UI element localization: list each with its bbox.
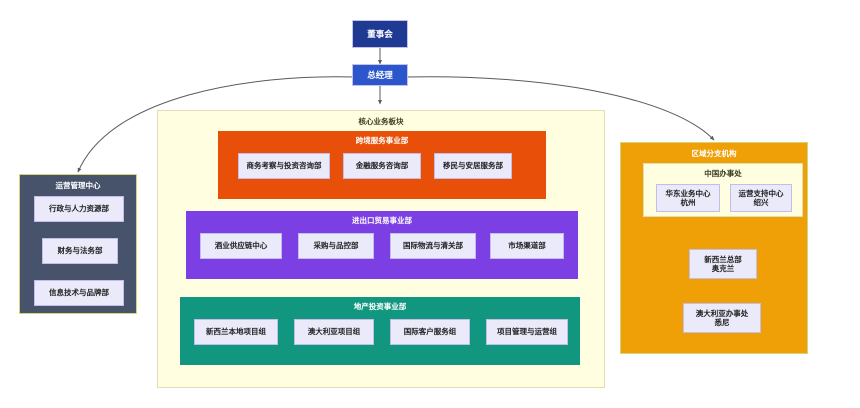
regional-branches-title: 区域分支机构 xyxy=(691,149,737,158)
unit-market-channel[interactable]: 市场渠道部 xyxy=(490,233,564,259)
unit-intl-client-service-team[interactable]: 国际客户服务组 xyxy=(390,319,470,345)
container-core-business: 核心业务板块 跨境服务事业部 商务考察与投资咨询部 金融服务咨询部 移民与安居服… xyxy=(157,110,605,388)
unit-nz-local-project-team[interactable]: 新西兰本地项目组 xyxy=(194,319,278,345)
unit-nz-headquarters[interactable]: 新西兰总部 奥克兰 xyxy=(689,249,757,279)
unit-immigration-settlement-service[interactable]: 移民与安居服务部 xyxy=(434,153,512,179)
container-regional-branches: 区域分支机构 中国办事处 华东业务中心 杭州 运营支持中心 绍兴 新西兰总部 奥… xyxy=(620,142,808,354)
unit-east-china-business-center[interactable]: 华东业务中心 杭州 xyxy=(656,184,720,212)
unit-australia-office[interactable]: 澳大利亚办事处 悉尼 xyxy=(683,303,761,333)
division-real-estate: 地产投资事业部 新西兰本地项目组 澳大利亚项目组 国际客户服务组 项目管理与运营… xyxy=(180,297,580,365)
container-china-office: 中国办事处 华东业务中心 杭州 运营支持中心 绍兴 xyxy=(643,163,803,217)
container-operations-center: 运营管理中心 行政与人力资源部 财务与法务部 信息技术与品牌部 xyxy=(19,174,137,314)
china-office-title: 中国办事处 xyxy=(704,169,742,178)
unit-business-investment-consulting[interactable]: 商务考察与投资咨询部 xyxy=(238,153,330,179)
division-cross-border-title: 跨境服务事业部 xyxy=(355,136,409,145)
unit-procurement-quality-control[interactable]: 采购与品控部 xyxy=(298,233,374,259)
node-general-manager[interactable]: 总经理 xyxy=(352,64,408,86)
unit-wine-supply-chain-center[interactable]: 酒业供应链中心 xyxy=(200,233,282,259)
division-import-export-title: 进出口贸易事业部 xyxy=(352,216,412,225)
unit-financial-service-consulting[interactable]: 金融服务咨询部 xyxy=(343,153,421,179)
unit-operations-support-center[interactable]: 运营支持中心 绍兴 xyxy=(730,184,792,212)
division-cross-border: 跨境服务事业部 商务考察与投资咨询部 金融服务咨询部 移民与安居服务部 xyxy=(218,131,546,199)
core-business-title: 核心业务板块 xyxy=(358,117,404,126)
operations-center-title: 运营管理中心 xyxy=(55,181,101,190)
division-real-estate-title: 地产投资事业部 xyxy=(353,302,407,311)
node-board-of-directors[interactable]: 董事会 xyxy=(352,20,408,48)
unit-finance-legal[interactable]: 财务与法务部 xyxy=(42,238,118,264)
unit-it-brand[interactable]: 信息技术与品牌部 xyxy=(34,280,124,306)
unit-project-management-operations[interactable]: 项目管理与运营组 xyxy=(486,319,568,345)
unit-australia-project-team[interactable]: 澳大利亚项目组 xyxy=(294,319,374,345)
unit-intl-logistics-customs[interactable]: 国际物流与清关部 xyxy=(390,233,476,259)
division-import-export: 进出口贸易事业部 酒业供应链中心 采购与品控部 国际物流与清关部 市场渠道部 xyxy=(186,211,578,279)
unit-admin-human-resources[interactable]: 行政与人力资源部 xyxy=(34,196,124,222)
